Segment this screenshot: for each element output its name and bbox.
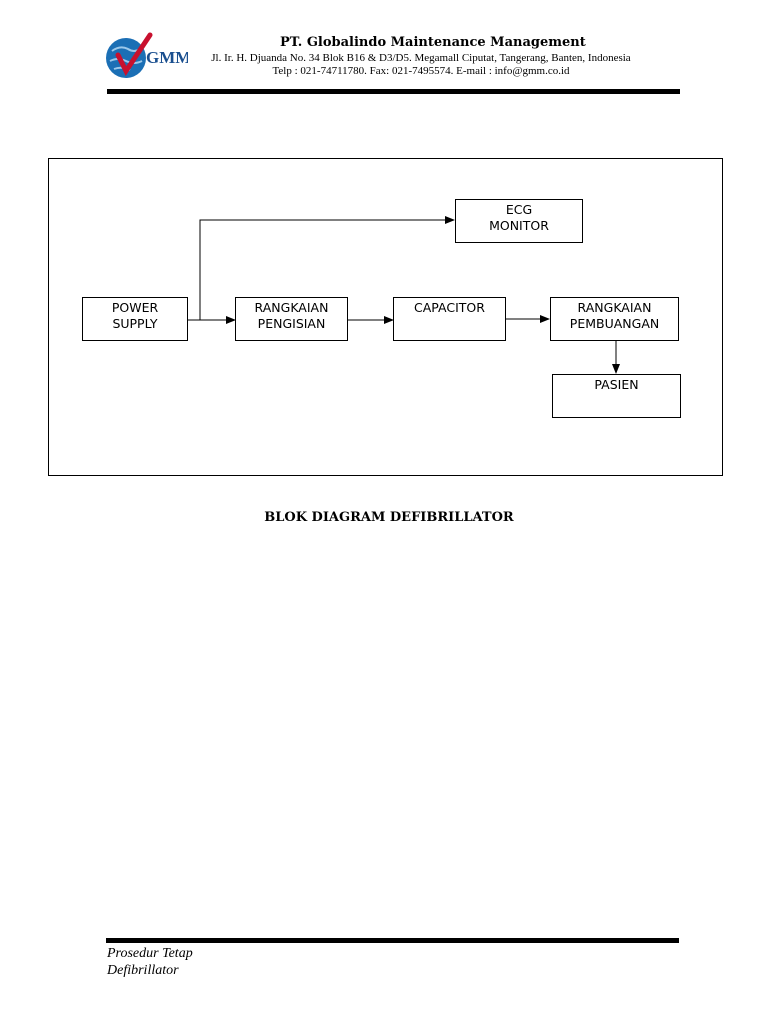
header-rule — [107, 89, 680, 94]
block-pasien: PASIEN — [552, 374, 681, 418]
block-rangkaian-pembuangan: RANGKAIAN PEMBUANGAN — [550, 297, 679, 341]
company-address: Jl. Ir. H. Djuanda No. 34 Blok B16 & D3/… — [211, 52, 631, 64]
block-capacitor: CAPACITOR — [393, 297, 506, 341]
block-power-supply: POWER SUPPLY — [82, 297, 188, 341]
arrow-power-to-ecg — [199, 216, 455, 320]
logo-text: GMM — [146, 48, 188, 67]
footer-rule — [106, 938, 679, 943]
block-ecg-monitor: ECG MONITOR — [455, 199, 583, 243]
company-logo: GMM — [104, 31, 191, 85]
diagram-frame — [48, 158, 723, 476]
company-contact: Telp : 021-74711780. Fax: 021-7495574. E… — [272, 65, 570, 77]
block-rangkaian-pengisian: RANGKAIAN PENGISIAN — [235, 297, 348, 341]
footer-line-1: Prosedur Tetap — [107, 946, 193, 961]
company-name: PT. Globalindo Maintenance Management — [280, 35, 586, 50]
diagram-caption: BLOK DIAGRAM DEFIBRILLATOR — [264, 510, 514, 525]
footer-line-2: Defibrillator — [107, 963, 179, 978]
